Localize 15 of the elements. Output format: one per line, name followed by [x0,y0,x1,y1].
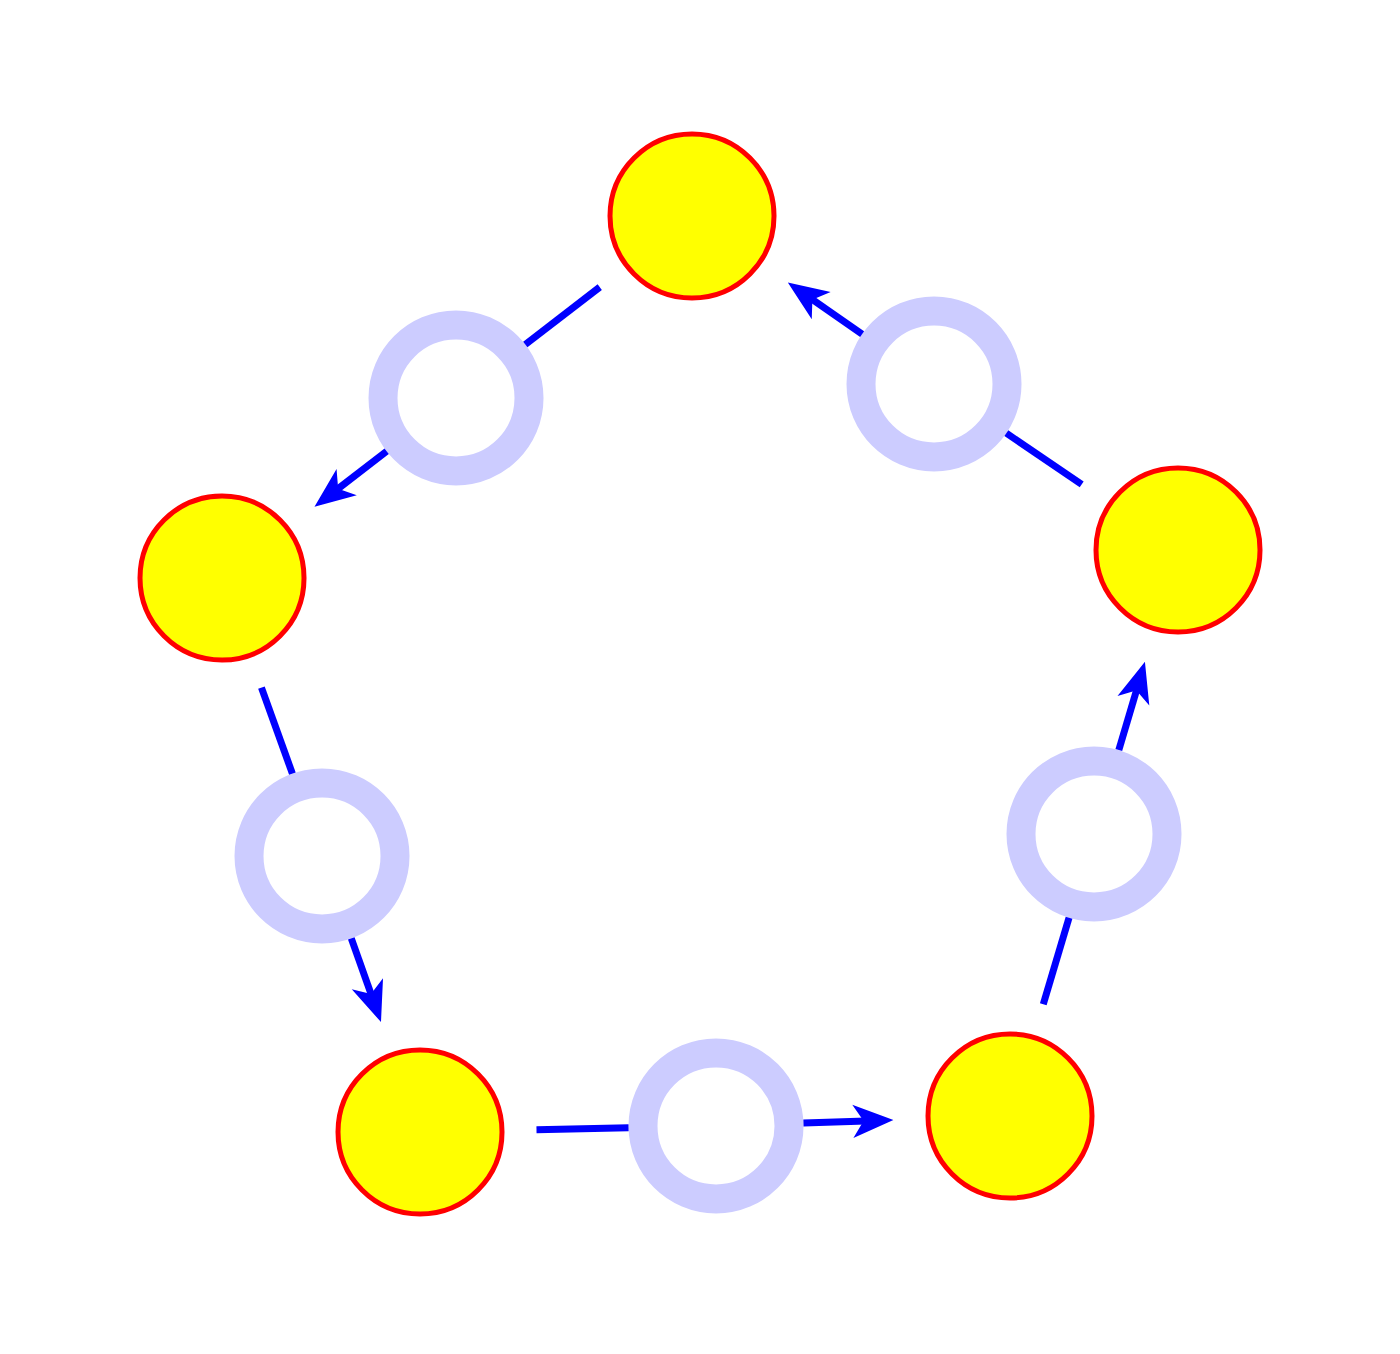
connector-line [536,1124,629,1134]
circle-node [335,1047,505,1217]
connector-line [523,284,602,348]
ring-node [628,1038,804,1214]
connector-line [258,686,296,775]
ring-node [234,768,410,944]
circle-node [607,131,777,301]
circle-node [925,1031,1095,1201]
ring-node [368,310,544,486]
connector-line [1039,916,1073,1006]
ring-node [846,296,1022,472]
ring-node [1006,746,1182,922]
circle-node [137,493,307,663]
circle-node [1093,465,1263,635]
connector-line [1004,430,1084,488]
